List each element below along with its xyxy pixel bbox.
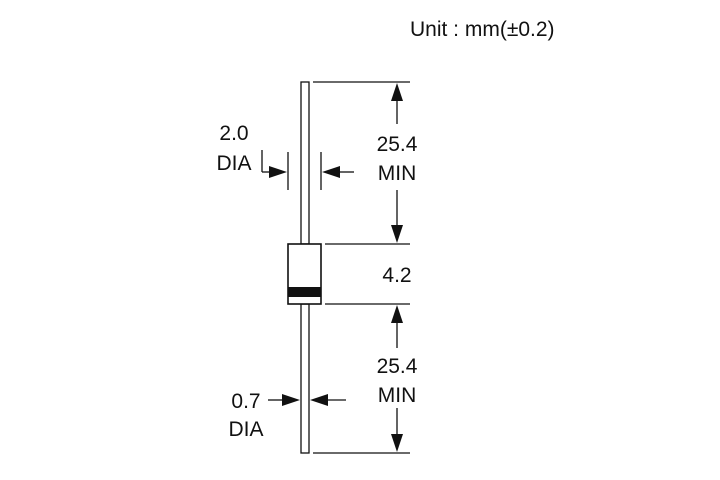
body-diameter-value: 2.0 <box>219 122 248 145</box>
arrow-up-icon <box>391 83 403 101</box>
top-lead-length-suffix: MIN <box>378 162 417 185</box>
top-lead-length-value: 25.4 <box>377 133 418 156</box>
extension-lines <box>313 81 410 454</box>
arrow-right-icon <box>269 166 287 178</box>
cathode-band <box>288 287 321 297</box>
arrow-left-icon <box>310 394 328 406</box>
arrow-down-icon <box>391 434 403 452</box>
diode-component <box>287 81 322 454</box>
unit-note: Unit : mm(±0.2) <box>410 18 555 41</box>
body-length-value: 4.2 <box>382 264 411 287</box>
dim-top-lead: 25.4 MIN <box>377 83 418 243</box>
bottom-lead-length-suffix: MIN <box>378 384 417 407</box>
arrow-up-icon <box>391 305 403 323</box>
lead-diameter-suffix: DIA <box>228 418 263 441</box>
arrow-left-icon <box>322 166 340 178</box>
dim-body-length: 4.2 <box>382 264 411 287</box>
top-lead <box>300 81 310 245</box>
arrow-right-icon <box>282 394 300 406</box>
bottom-lead <box>300 303 310 454</box>
bottom-lead-length-value: 25.4 <box>377 355 418 378</box>
dim-body-diameter: 2.0 DIA <box>216 122 354 190</box>
body-diameter-suffix: DIA <box>216 152 251 175</box>
lead-diameter-value: 0.7 <box>231 390 260 413</box>
arrow-down-icon <box>391 225 403 243</box>
dim-bottom-lead: 25.4 MIN <box>377 305 418 452</box>
dim-lead-diameter: 0.7 DIA <box>228 390 346 441</box>
